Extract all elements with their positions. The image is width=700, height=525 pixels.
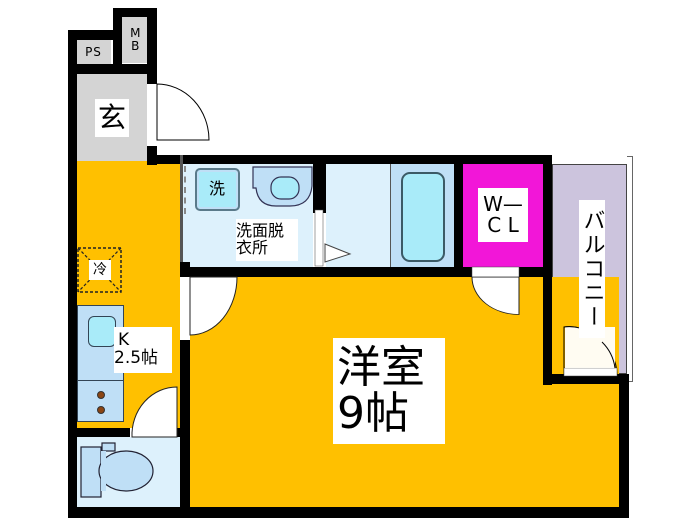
mb-label: MB — [126, 22, 144, 56]
sink — [88, 316, 116, 347]
wall — [147, 155, 552, 164]
wall — [454, 155, 463, 277]
bathroom-door — [314, 209, 352, 267]
wall — [113, 8, 122, 68]
western-room-label: 洋室 9帖 — [333, 338, 445, 444]
fridge-label: 冷 — [89, 260, 111, 280]
room-door-swing — [180, 276, 238, 340]
wall — [68, 428, 130, 437]
burner-icon — [97, 406, 105, 414]
wall — [68, 30, 77, 518]
western-room-label-line1: 洋室 — [337, 341, 425, 393]
wall — [619, 374, 629, 518]
wall — [313, 155, 326, 213]
kitchen-label: K 2.5帖 — [114, 327, 172, 373]
closet-label-line1: W— — [483, 192, 523, 216]
wall — [147, 8, 157, 85]
mb-label-text: MB — [128, 26, 143, 52]
washroom-label-line2: 衣所 — [236, 238, 269, 257]
toilet-door-swing — [131, 386, 178, 438]
closet-label-line2: C L — [487, 213, 519, 237]
toilet-fixture — [80, 442, 154, 498]
wall — [68, 30, 116, 40]
closet-door-swing — [471, 266, 520, 315]
balcony-label-text: バルコニー — [579, 209, 605, 329]
western-room-label-line2: 9帖 — [337, 388, 409, 439]
wall — [177, 428, 190, 437]
wall — [68, 507, 629, 518]
balcony-label: バルコニー — [579, 200, 605, 338]
washroom-label: 洗面脱 衣所 — [236, 219, 298, 261]
wall — [180, 155, 183, 275]
wash-basin — [252, 166, 313, 207]
wall — [543, 155, 552, 385]
wall — [180, 267, 543, 277]
front-door-swing — [147, 83, 210, 146]
washroom-label-line1: 洗面脱 — [236, 221, 285, 241]
wall — [68, 64, 157, 74]
entrance-label: 玄 — [95, 99, 129, 137]
kitchen-counter-divider — [77, 380, 124, 381]
closet-label: W— C L — [478, 188, 528, 242]
wall — [543, 374, 629, 384]
curtain-line — [184, 166, 186, 214]
burner-icon — [97, 391, 105, 399]
kitchen-label-line2: 2.5帖 — [114, 348, 159, 368]
balcony-rail — [627, 156, 633, 382]
kitchen-label-line1: K — [118, 330, 130, 351]
bathtub — [401, 172, 445, 262]
washer-label: 洗 — [204, 178, 230, 200]
ps-label: PS — [80, 44, 107, 60]
wall — [113, 8, 157, 17]
